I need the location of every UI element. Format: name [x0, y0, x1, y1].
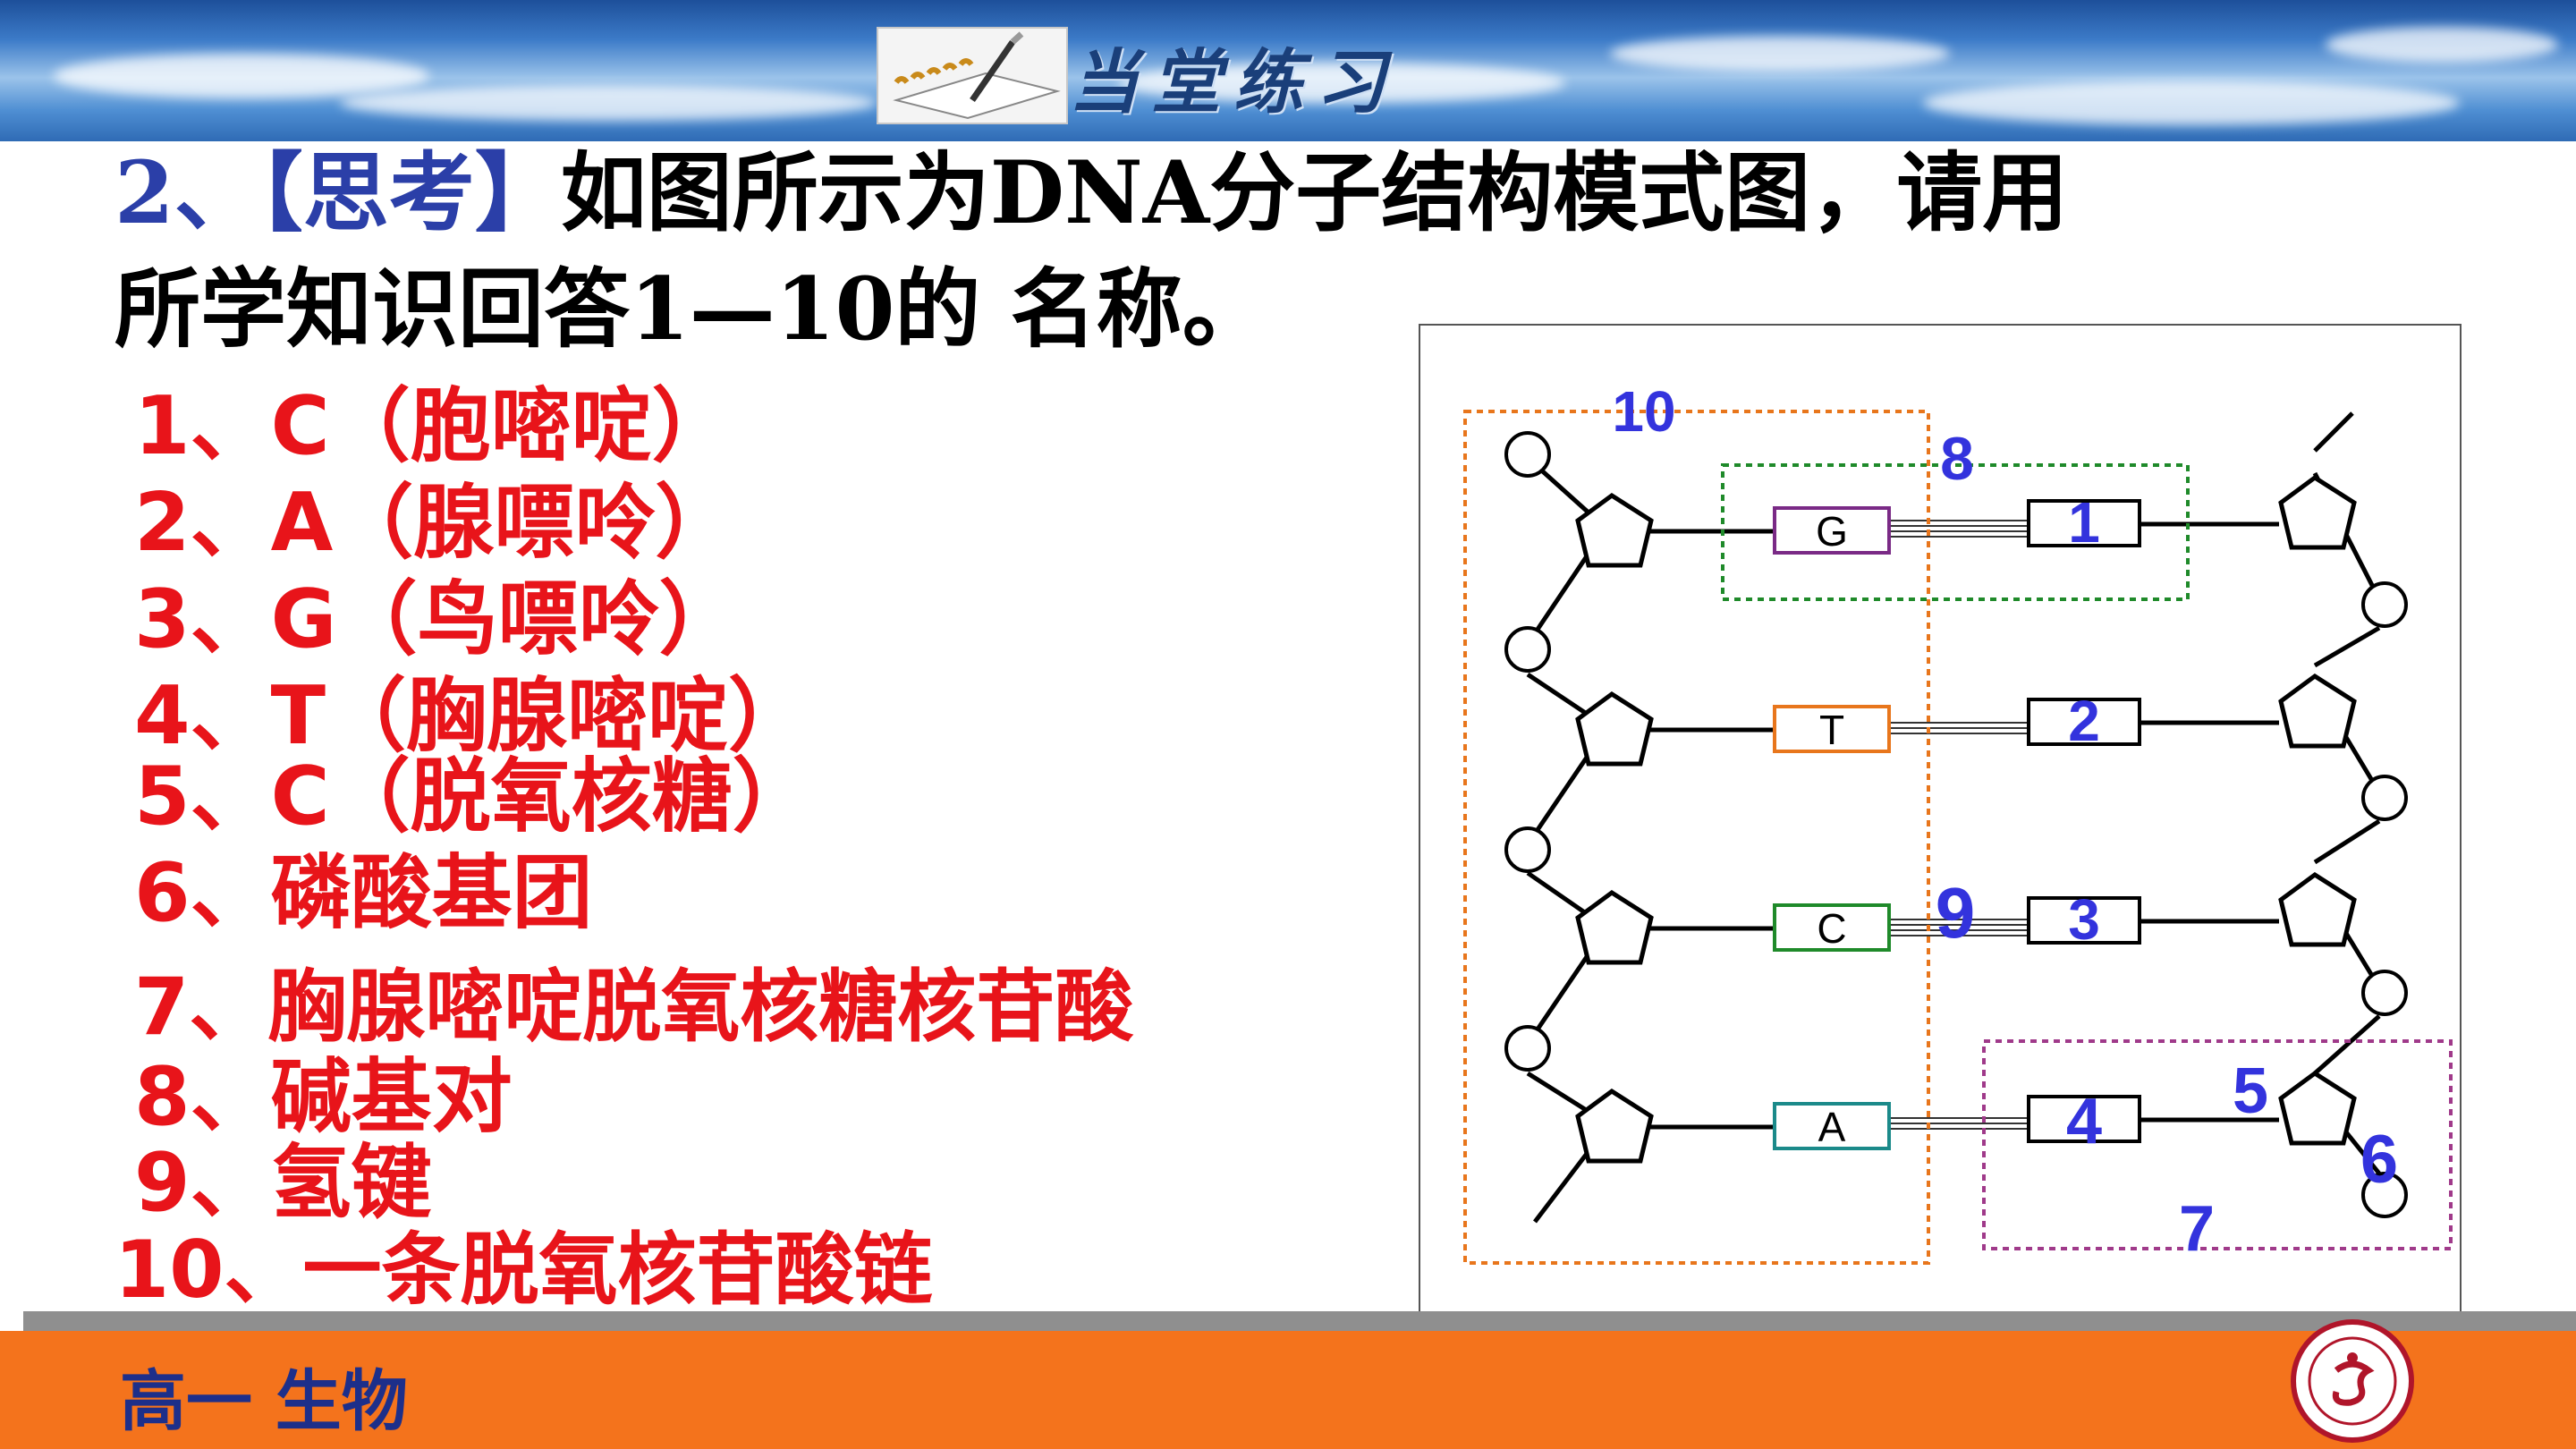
header-banner: 当堂练习 [0, 0, 2576, 141]
left-base-boxes [1773, 506, 1891, 1150]
answer-item-9: 9、氢键 [134, 1136, 432, 1230]
answer-item-6: 6、磷酸基团 [134, 846, 593, 940]
base-label-a: A [1818, 1104, 1846, 1150]
label-1: 1 [2068, 490, 2100, 555]
answer-item-3: 3、G（鸟嘌呤） [134, 572, 740, 666]
label-2: 2 [2068, 689, 2100, 753]
answer-item-10: 10、一条脱氧核苷酸链 [114, 1224, 933, 1316]
label-4: 4 [2066, 1086, 2102, 1157]
label-10: 10 [1612, 379, 1675, 444]
right-base-boxes [2027, 499, 2141, 1143]
hydrogen-bonds [1891, 520, 2027, 1130]
notebook-pen-icon [877, 27, 1068, 124]
answer-item-1: 1、C（胞嘧啶） [134, 379, 733, 473]
answer-item-7: 7、胸腺嘧啶脱氧核糖核苷酸 [134, 961, 1134, 1053]
phosphate-circles [1504, 431, 2408, 1218]
dna-structure-diagram: G T C A 10 8 1 2 9 3 4 5 6 7 [1419, 324, 2462, 1331]
diagram-number-labels: 10 8 1 2 9 3 4 5 6 7 [1612, 379, 2398, 1265]
base-label-c: C [1817, 905, 1846, 952]
dotted-region-boxes [1463, 410, 2453, 1265]
label-3: 3 [2068, 887, 2100, 952]
left-base-labels: G T C A [1816, 508, 1848, 1150]
question-line-2: 所学知识回答1—10的 名称。 [114, 258, 1268, 360]
banner-title: 当堂练习 [1069, 42, 1399, 123]
footer-bar [0, 1331, 2576, 1449]
footer-divider [23, 1311, 2576, 1331]
base-label-t: T [1819, 707, 1844, 753]
label-5: 5 [2233, 1055, 2268, 1127]
dna-diagram-svg: G T C A 10 8 1 2 9 3 4 5 6 7 [1463, 379, 2453, 1265]
label-6: 6 [2360, 1122, 2398, 1198]
label-9: 9 [1936, 873, 1976, 953]
question-tag: 【思考】 [259, 142, 561, 243]
question-number: 2、 [114, 142, 260, 243]
question-text-1: 如图所示为DNA分子结构模式图，请用 [560, 142, 2069, 243]
label-8: 8 [1940, 425, 1974, 493]
school-logo-icon [2290, 1318, 2415, 1444]
sugar-pentagons [1575, 474, 2357, 1164]
label-7: 7 [2179, 1193, 2215, 1265]
answer-item-4: 4、T（胸腺嘧啶） [134, 669, 809, 763]
base-label-g: G [1816, 508, 1848, 555]
answer-item-8: 8、碱基对 [134, 1050, 513, 1144]
answer-item-2: 2、A（腺嘌呤） [134, 476, 736, 570]
answer-item-5: 5、C（脱氧核糖） [134, 750, 813, 843]
footer-course-label: 高一 生物 [120, 1363, 408, 1440]
question-line-1: 2、【思考】如图所示为DNA分子结构模式图，请用 [114, 150, 2068, 236]
